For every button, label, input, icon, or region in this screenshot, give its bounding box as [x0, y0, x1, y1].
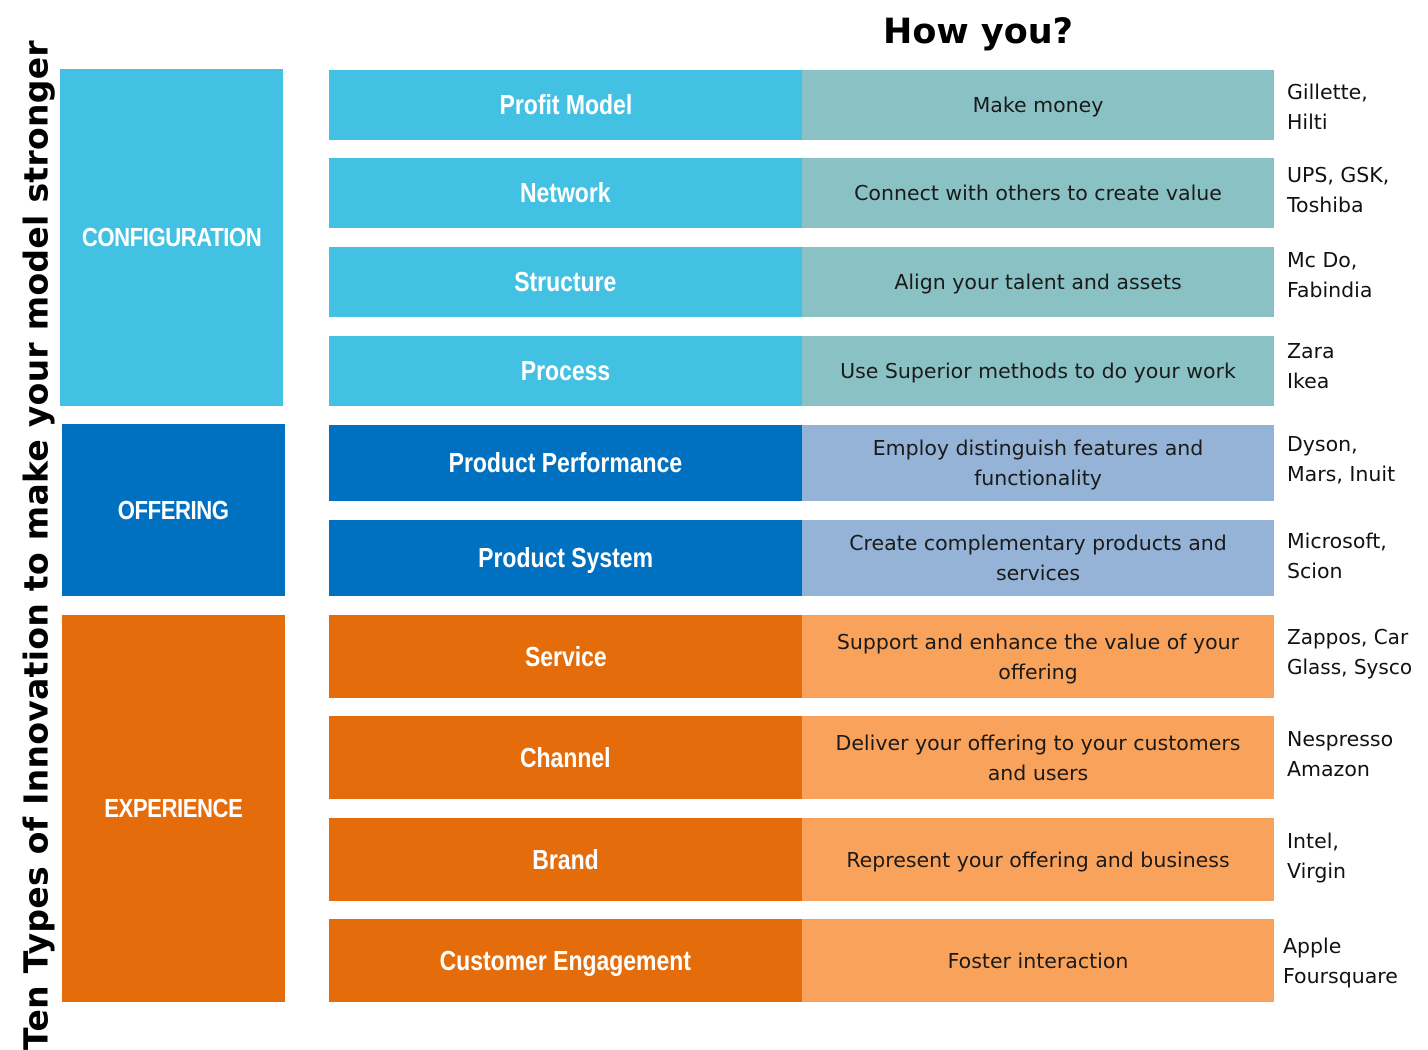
- innovation-row-structure: Structure Align your talent and assets: [329, 247, 1274, 317]
- innovation-row-profit-model: Profit Model Make money: [329, 70, 1274, 140]
- description-cell: Deliver your offering to your customers …: [802, 716, 1274, 799]
- examples-service: Zappos, Car Glass, Sysco: [1287, 625, 1413, 679]
- description-cell: Employ distinguish features and function…: [802, 425, 1274, 501]
- examples-process: Zara Ikea: [1287, 339, 1335, 393]
- group-label: CONFIGURATION: [81, 222, 262, 252]
- innovation-row-channel: Channel Deliver your offering to your cu…: [329, 716, 1274, 799]
- side-title: Ten Types of Innovation to make your mod…: [16, 40, 56, 1050]
- type-cell: Customer Engagement: [329, 919, 802, 1002]
- type-cell: Service: [329, 615, 802, 698]
- innovation-row-network: Network Connect with others to create va…: [329, 158, 1274, 228]
- innovation-row-customer-engagement: Customer Engagement Foster interaction: [329, 919, 1274, 1002]
- innovation-row-product-performance: Product Performance Employ distinguish f…: [329, 425, 1274, 501]
- innovation-row-product-system: Product System Create complementary prod…: [329, 520, 1274, 596]
- description-cell: Foster interaction: [802, 919, 1274, 1002]
- innovation-row-brand: Brand Represent your offering and busine…: [329, 818, 1274, 901]
- group-configuration: CONFIGURATION: [60, 69, 283, 406]
- group-label: OFFERING: [118, 494, 229, 525]
- examples-network: UPS, GSK, Toshiba: [1287, 163, 1390, 217]
- description-cell: Make money: [802, 70, 1274, 140]
- description-cell: Connect with others to create value: [802, 158, 1274, 228]
- description-cell: Use Superior methods to do your work: [802, 336, 1274, 406]
- group-offering: OFFERING: [62, 424, 285, 596]
- type-cell: Process: [329, 336, 802, 406]
- group-label: EXPERIENCE: [104, 793, 243, 823]
- examples-customer-engagement: Apple Foursquare: [1283, 934, 1398, 988]
- examples-brand: Intel, Virgin: [1287, 829, 1347, 883]
- type-cell: Profit Model: [329, 70, 802, 140]
- group-experience: EXPERIENCE: [62, 615, 285, 1002]
- type-cell: Channel: [329, 716, 802, 799]
- type-cell: Brand: [329, 818, 802, 901]
- description-cell: Represent your offering and business: [802, 818, 1274, 901]
- type-cell: Product Performance: [329, 425, 802, 501]
- type-cell: Network: [329, 158, 802, 228]
- examples-structure: Mc Do, Fabindia: [1287, 248, 1373, 302]
- examples-channel: Nespresso Amazon: [1287, 727, 1394, 781]
- examples-profit-model: Gillette, Hilti: [1287, 80, 1368, 134]
- innovation-row-process: Process Use Superior methods to do your …: [329, 336, 1274, 406]
- description-cell: Support and enhance the value of your of…: [802, 615, 1274, 698]
- type-cell: Structure: [329, 247, 802, 317]
- examples-product-system: Microsoft, Scion: [1287, 529, 1387, 583]
- description-cell: Create complementary products and servic…: [802, 520, 1274, 596]
- innovation-row-service: Service Support and enhance the value of…: [329, 615, 1274, 698]
- description-cell: Align your talent and assets: [802, 247, 1274, 317]
- type-cell: Product System: [329, 520, 802, 596]
- header-title: How you?: [883, 12, 1073, 52]
- examples-product-performance: Dyson, Mars, Inuit: [1287, 432, 1396, 486]
